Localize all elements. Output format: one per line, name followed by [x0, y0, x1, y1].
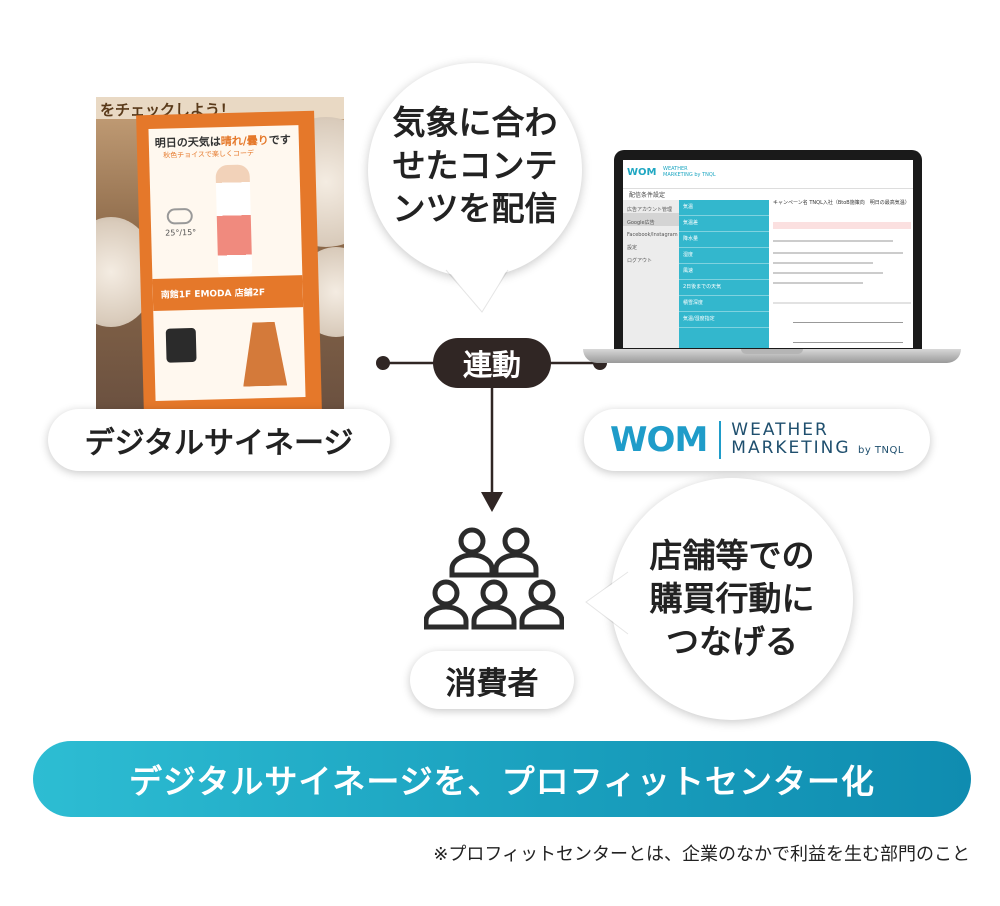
menu-item[interactable]: 積雪深度 — [679, 296, 769, 312]
consumer-label: 消費者 — [410, 651, 574, 709]
bubble-line: 店舗等での — [649, 536, 815, 575]
laptop-base — [583, 349, 961, 363]
signage-photo: をチェックしよう！ 明日の天気は晴れ/曇りです 秋色チョイスで楽しくコーデ 25… — [96, 97, 344, 409]
signage-frame: 明日の天気は晴れ/曇りです 秋色チョイスで楽しくコーデ 25°/15° 南館1F… — [136, 110, 322, 409]
footnote: ※プロフィットセンターとは、企業のなかで利益を生む部門のこと — [433, 844, 970, 865]
campaign-name: キャンペーン名 TNQL入社（BtoB施策向 明日の最高気温） — [773, 200, 910, 206]
speech-bubble-result: 店舗等での 購買行動に つなげる — [611, 478, 853, 720]
sidebar-item[interactable]: 広告アカウント管理 — [627, 207, 673, 213]
menu-item[interactable]: 気温差 — [679, 216, 769, 232]
logo-divider — [719, 421, 722, 459]
bubble-line: 購買行動に — [649, 579, 815, 618]
screen-promo: 南館1F EMODA 店舗2F — [152, 275, 304, 311]
arrow-head — [481, 492, 503, 512]
slider-track[interactable] — [793, 322, 903, 323]
app-sidebar: 広告アカウント管理 Google広告 Facebook/Instagram 設定… — [623, 200, 679, 348]
wm-logo-text: WEATHER MARKETING by TNQL — [731, 419, 904, 458]
link-dot-left — [376, 356, 390, 370]
content-line — [773, 272, 883, 274]
bag-image — [165, 327, 197, 363]
bubble-line: つなげる — [666, 622, 798, 661]
screen-temp: 25°/15° — [165, 227, 197, 238]
sidebar-item[interactable]: ログアウト — [627, 258, 653, 264]
model-figure — [215, 164, 253, 276]
screen-subline: 秋色チョイスで楽しくコーデ — [163, 149, 255, 160]
menu-item[interactable]: 気温 — [679, 200, 769, 216]
menu-item[interactable]: 風速 — [679, 264, 769, 280]
content-line — [773, 252, 903, 254]
bubble-tail — [445, 268, 509, 313]
cloud-icon — [166, 207, 193, 225]
menu-item[interactable]: 湿度 — [679, 248, 769, 264]
menu-item[interactable]: 2日後までの天気 — [679, 280, 769, 296]
sidebar-item[interactable]: Google広告 — [623, 213, 679, 226]
app-logo: WOM — [627, 167, 657, 178]
bubble-tail — [585, 571, 630, 635]
alert-bar — [773, 222, 911, 229]
menu-item[interactable]: 降水量 — [679, 232, 769, 248]
signage-screen: 明日の天気は晴れ/曇りです 秋色チョイスで楽しくコーデ 25°/15° 南館1F… — [148, 125, 306, 401]
sidebar-item[interactable]: Facebook/Instagram — [627, 232, 678, 238]
wm-logo-mark: WOM — [610, 420, 708, 460]
skirt-image — [242, 322, 288, 387]
app-condition-menu: 気温 気温差 降水量 湿度 風速 2日後までの天気 積雪深度 気温/湿度指定 — [679, 200, 769, 348]
slider-track[interactable] — [793, 342, 903, 343]
bubble-line: ンツを配信 — [392, 189, 558, 228]
content-line — [773, 240, 893, 242]
app-content: キャンペーン名 TNQL入社（BtoB施策向 明日の最高気温） — [773, 200, 911, 348]
bubble-line: せたコンテ — [392, 146, 558, 185]
people-group-icon — [424, 527, 564, 630]
headline-banner: デジタルサイネージを、プロフィットセンター化 — [33, 741, 971, 817]
signage-label: デジタルサイネージ — [48, 409, 390, 471]
content-line — [773, 302, 911, 304]
link-badge: 連動 — [433, 338, 551, 388]
app-page-title: 配信条件設定 — [629, 192, 666, 199]
sidebar-item[interactable]: 設定 — [627, 245, 638, 251]
content-line — [773, 262, 873, 264]
bubble-line: 気象に合わ — [392, 103, 558, 142]
speech-bubble-content: 気象に合わ せたコンテ ンツを配信 — [368, 63, 582, 277]
menu-item[interactable]: 気温/湿度指定 — [679, 312, 769, 328]
weather-marketing-logo: WOM WEATHER MARKETING by TNQL — [584, 409, 930, 471]
content-line — [773, 282, 863, 284]
